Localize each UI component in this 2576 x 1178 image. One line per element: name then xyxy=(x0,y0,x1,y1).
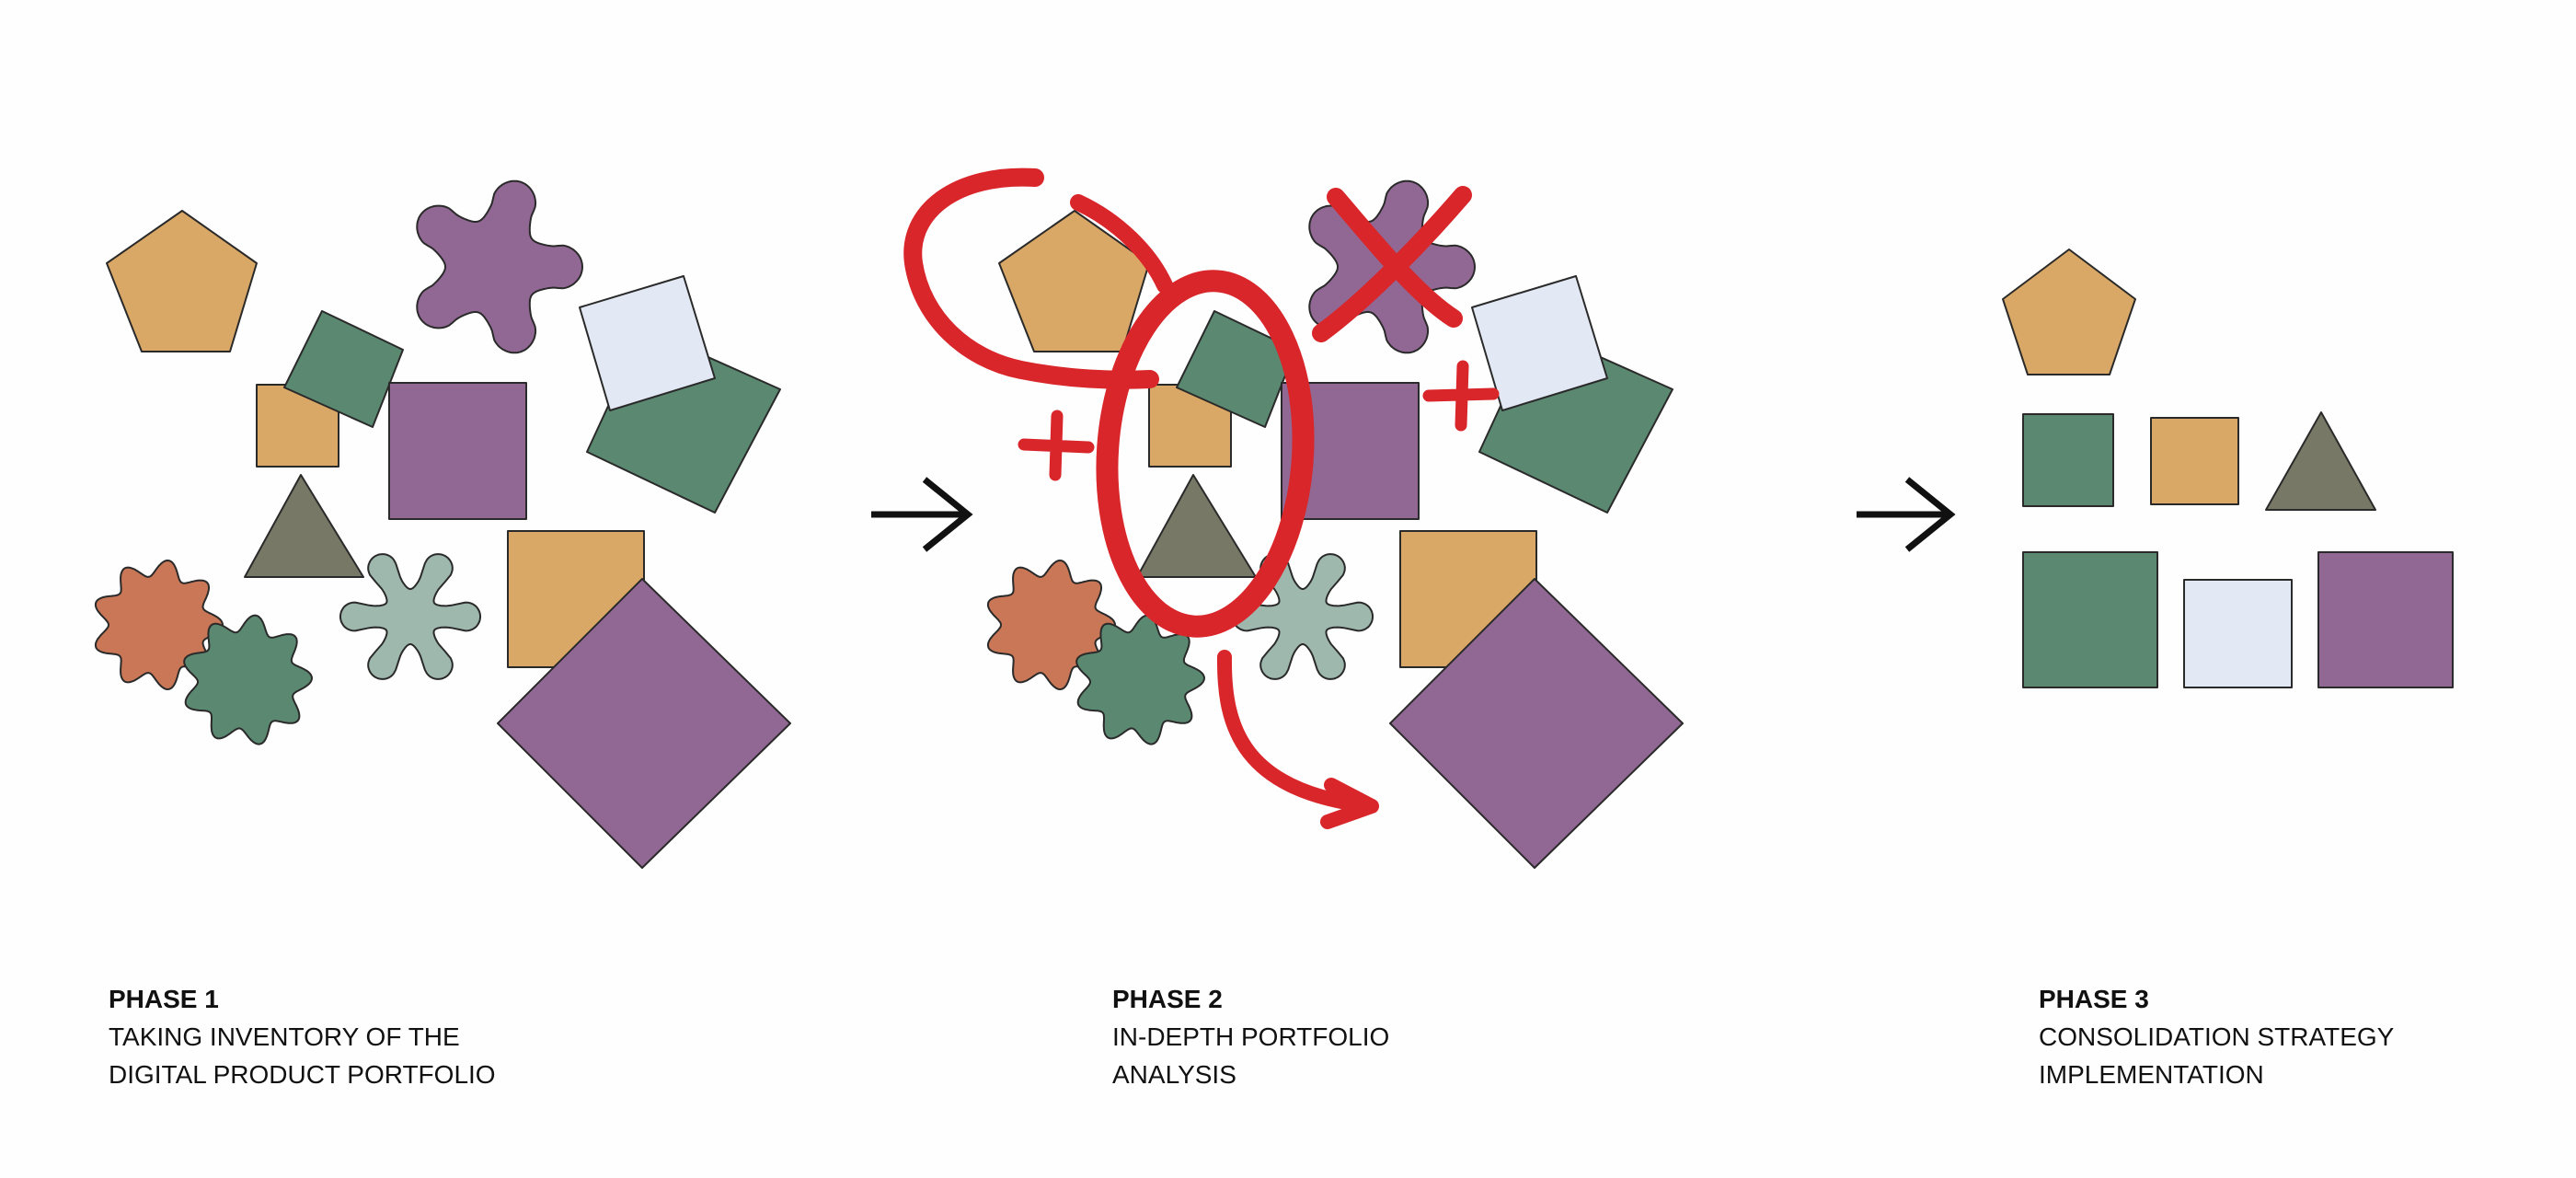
phase-3-caption: PHASE 3 CONSOLIDATION STRATEGY IMPLEMENT… xyxy=(2039,980,2394,1093)
move-arrow-icon xyxy=(1216,650,1379,829)
oval-annotation xyxy=(1096,270,1315,638)
phase-1-description-line-1: TAKING INVENTORY OF THE xyxy=(109,1022,460,1051)
phase-1-title: PHASE 1 xyxy=(109,985,219,1013)
phase-2-title: PHASE 2 xyxy=(1112,985,1223,1013)
phase-1-caption: PHASE 1 TAKING INVENTORY OF THE DIGITAL … xyxy=(109,980,496,1093)
pentagon-orange xyxy=(2002,248,2136,375)
phase-1-description-line-2: DIGITAL PRODUCT PORTFOLIO xyxy=(109,1060,496,1089)
phase-3-title: PHASE 3 xyxy=(2039,985,2149,1013)
arrow-right-icon xyxy=(871,477,973,552)
loop-annotation xyxy=(903,167,1159,389)
square-green-small xyxy=(2022,413,2114,507)
phase-2-caption: PHASE 2 IN-DEPTH PORTFOLIO ANALYSIS xyxy=(1112,980,1389,1093)
square-orange-small xyxy=(2150,417,2239,505)
arrow-right-icon xyxy=(1857,477,1956,552)
phase-1-shapes xyxy=(94,179,791,869)
plus-right-icon xyxy=(1422,360,1500,432)
phase-2-description-line-1: IN-DEPTH PORTFOLIO xyxy=(1112,1022,1390,1051)
square-light-blue xyxy=(2183,579,2293,688)
triangle-olive xyxy=(2265,411,2376,511)
square-green-large xyxy=(2022,551,2158,688)
phase-2-description-line-2: ANALYSIS xyxy=(1112,1060,1236,1089)
phase-3-description-line-2: IMPLEMENTATION xyxy=(2039,1060,2264,1089)
square-purple xyxy=(2317,551,2454,688)
phase-2-annotations xyxy=(903,167,1500,829)
loop-tail-annotation xyxy=(1070,194,1173,294)
phase-3-shapes xyxy=(2002,248,2454,688)
plus-left-icon xyxy=(1018,410,1095,481)
phase-2-shapes xyxy=(986,179,1684,869)
cross-out-icon xyxy=(1312,186,1472,342)
phase-3-description-line-1: CONSOLIDATION STRATEGY xyxy=(2039,1022,2395,1051)
